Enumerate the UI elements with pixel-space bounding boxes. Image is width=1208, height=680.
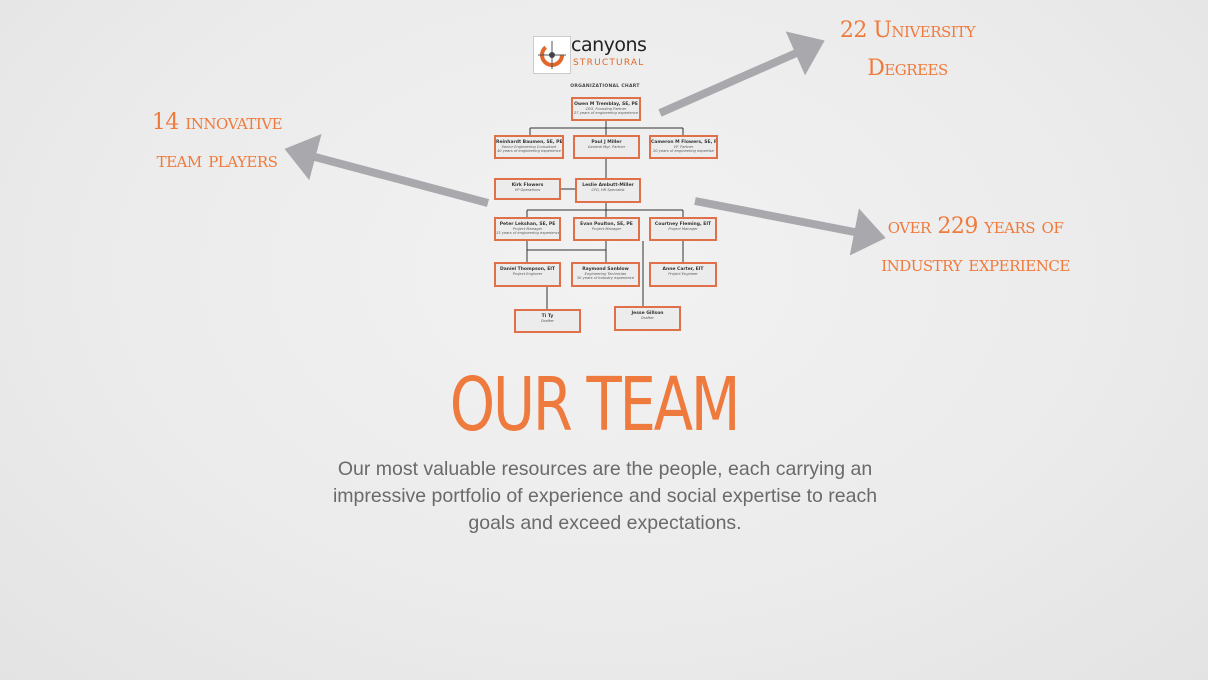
org-box: Anne Carter, EIT Project Engineer (649, 262, 717, 287)
org-box: Paul J Miller General Mgr, Partner (573, 135, 640, 159)
org-box: Ti Ty Drafter (514, 309, 581, 333)
callout-degrees: 22 University Degrees (820, 12, 995, 88)
callout-line: Degrees (867, 56, 948, 81)
org-box: Kirk Flowers VP Operations (494, 178, 561, 200)
tagline: Our most valuable resources are the peop… (332, 458, 878, 534)
org-box: Peter Lekshan, SE, PE Project Manager 13… (494, 217, 561, 241)
org-chart-title: ORGANIZATIONAL CHART (570, 84, 640, 89)
callout-line: 14 innovative (151, 110, 283, 135)
org-box: Leslie Ambutt-Miller CFO, HR Specialist (575, 178, 641, 203)
org-box: Raymond Sanblow Engineering Technician 3… (571, 262, 640, 287)
org-box: Courtney Fleming, EIT Project Manager (649, 217, 717, 241)
callout-line: 22 University (839, 18, 976, 43)
callout-line: team players (156, 148, 278, 173)
canyons-crosshair-icon (533, 36, 571, 74)
logo-subtitle: STRUCTURAL (573, 58, 645, 68)
org-box: Evan Poulton, SE, PE Project Manager (573, 217, 640, 241)
callout-team-players: 14 innovative team players (132, 104, 302, 180)
org-box: Daniel Thompson, EIT Project Engineer (494, 262, 561, 287)
page-title: OUR TEAM (449, 362, 741, 448)
org-box: Owen M Tremblay, SE, PE CEO, Founding Pa… (571, 97, 641, 121)
arrow-degrees (658, 31, 825, 117)
callout-line: industry experience (881, 252, 1070, 277)
org-connectors (526, 121, 684, 309)
company-logo: canyons STRUCTURAL (533, 34, 653, 74)
logo-name: canyons (571, 34, 647, 56)
callout-line: over 229 years of (887, 214, 1064, 239)
org-box: Reinhardt Baumen, SE, PE Senior Engineer… (494, 135, 564, 159)
arrow-experience (694, 197, 886, 256)
callout-experience: over 229 years of industry experience (878, 208, 1073, 284)
org-box: Jesse Gillson Drafter (614, 306, 681, 331)
org-box: Cameron M Flowers, SE, PE VP, Partner 20… (649, 135, 718, 159)
arrow-team-players (284, 133, 490, 207)
